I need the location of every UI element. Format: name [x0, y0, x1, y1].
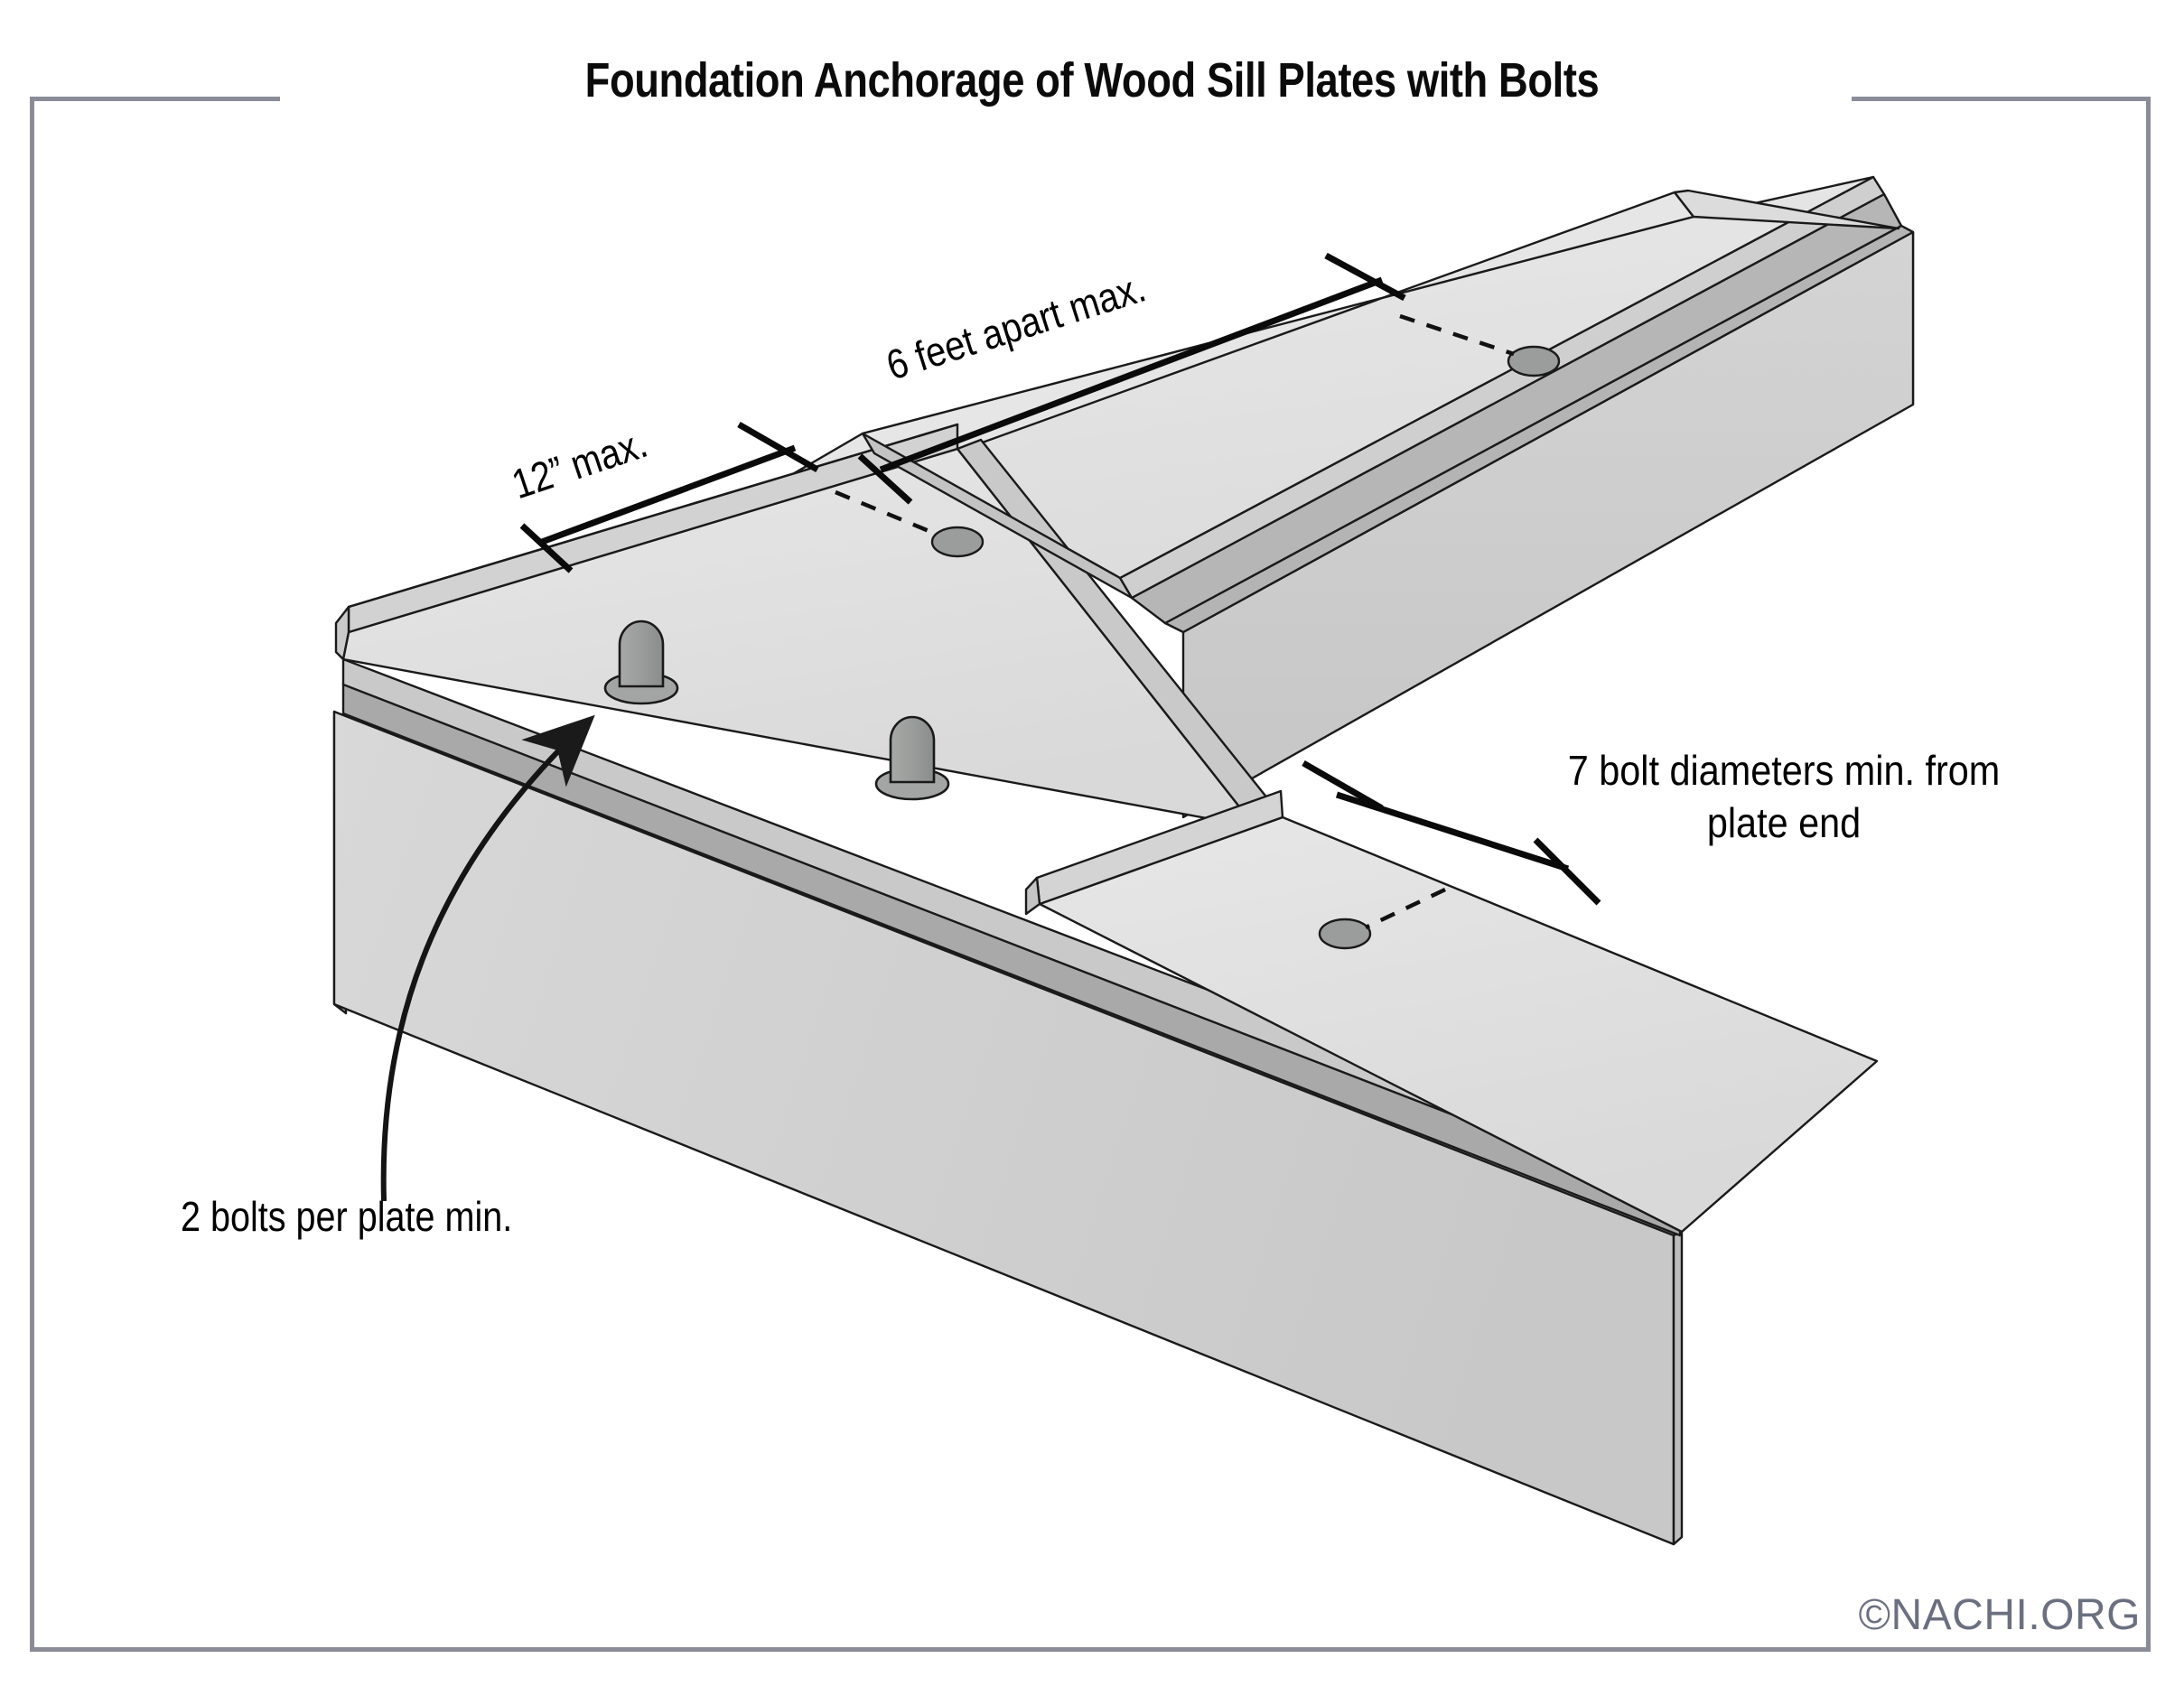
hole-leader-lines [835, 313, 1515, 930]
bolt-hole-front-right [1318, 918, 1372, 950]
dimension-6ft [857, 252, 1406, 505]
sill-plate-corner-endcap [334, 605, 350, 661]
anchor-bolts [603, 620, 950, 801]
page-title: Foundation Anchorage of Wood Sill Plates… [584, 53, 1600, 107]
label-edge-distance-min-line2: plate end [1706, 798, 1862, 846]
bolt-hole-rear [1507, 345, 1561, 377]
title-backdrop [280, 68, 1852, 133]
callout-leader-arrow [380, 714, 595, 1202]
bolt-hole-midrear [930, 526, 985, 558]
leader-bolt-hole-front-right [1365, 887, 1446, 930]
sill-plate-rear-top-capend [1673, 189, 1900, 230]
anchor-bolt-left [603, 620, 679, 705]
label-edge-distance-min: 7 bolt diameters min. from plate end [1524, 745, 2044, 849]
anchor-bolt-right [874, 715, 950, 801]
dimension-lines [519, 252, 1601, 906]
sill-plate-rear-joint [861, 432, 1134, 600]
dimension-12in [519, 421, 819, 573]
leader-bolt-hole-midrear [835, 489, 938, 537]
leader-bolt-hole-rear [1399, 313, 1515, 357]
sill-plate-front-right-endcap [1024, 876, 1041, 916]
label-edge-distance-min-line1: 7 bolt diameters min. from [1567, 747, 2001, 794]
label-bolts-per-plate-min: 2 bolts per plate min. [181, 1193, 513, 1240]
bolt-holes [930, 345, 1561, 950]
wall-rear [1163, 224, 1915, 819]
foundation-assembly [332, 175, 1915, 1546]
dimension-7d [1302, 759, 1601, 906]
copyright-watermark: ©NACHI.ORG [1858, 1591, 2141, 1639]
